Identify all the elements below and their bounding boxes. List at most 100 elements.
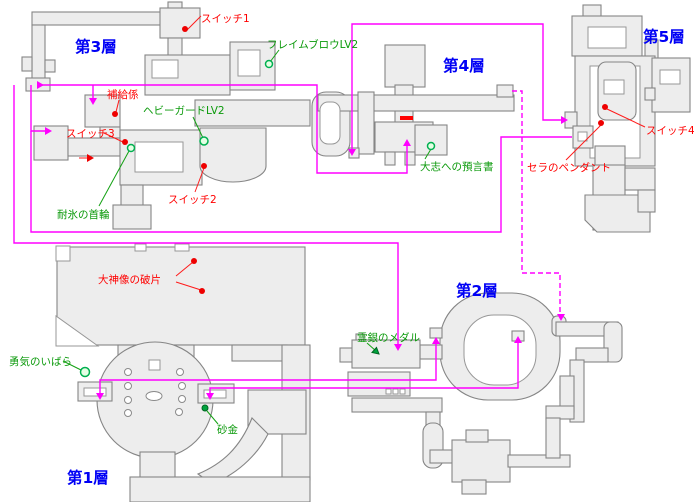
switch1-dot xyxy=(182,26,188,32)
map-geometry xyxy=(124,396,132,404)
map-geometry xyxy=(319,101,341,145)
map-geometry xyxy=(351,397,443,413)
map-geometry xyxy=(399,388,406,395)
red-door-bar-icon xyxy=(400,116,413,120)
map-geometry xyxy=(148,359,161,371)
map-geometry xyxy=(587,26,627,49)
item-gold-dust-label: 砂金 xyxy=(217,423,238,436)
floor1-label: 第1層 xyxy=(67,468,109,487)
map-geometry xyxy=(203,389,227,399)
floor1-map xyxy=(55,243,311,502)
map-geometry xyxy=(206,410,219,425)
map-geometry xyxy=(112,204,152,230)
route-arrow-icon xyxy=(403,139,411,146)
map-geometry xyxy=(637,189,656,213)
map-geometry xyxy=(463,314,537,386)
route-arrow-icon xyxy=(45,127,52,135)
map-geometry xyxy=(31,11,166,26)
floor5-label: 第5層 xyxy=(643,27,685,46)
map-geometry xyxy=(414,124,448,156)
map-geometry xyxy=(606,108,646,128)
item-prophecy-marker xyxy=(426,141,436,151)
map-geometry xyxy=(124,382,132,390)
map-geometry xyxy=(192,116,204,139)
route-arrow-icon xyxy=(206,393,214,400)
map-geometry xyxy=(199,127,267,183)
map-geometry xyxy=(175,281,202,291)
switch4-dot xyxy=(602,104,608,110)
map-geometry xyxy=(134,243,147,252)
map-geometry xyxy=(317,94,515,112)
item-thorn-label: 勇気のいばら xyxy=(9,355,72,368)
map-geometry xyxy=(186,15,202,31)
item-gold-dust-marker xyxy=(201,404,209,412)
map-geometry xyxy=(347,371,411,397)
item-thorn-marker xyxy=(79,366,91,378)
map-geometry xyxy=(98,150,130,207)
map-geometry xyxy=(451,439,511,483)
map-geometry xyxy=(644,87,656,101)
map-geometry xyxy=(603,79,625,95)
item-heavy-guard-marker xyxy=(199,136,209,146)
map-geometry xyxy=(507,454,571,468)
map-geometry xyxy=(178,382,186,390)
sera-pendant-label: セラのペンダント xyxy=(527,161,611,174)
map-geometry xyxy=(231,344,288,362)
map-geometry xyxy=(565,124,602,161)
leader-lines xyxy=(62,15,646,425)
route-west-loop xyxy=(13,85,399,346)
map-geometry xyxy=(348,147,360,159)
statue-fragment-dot-1 xyxy=(191,258,197,264)
floor4-label: 第4層 xyxy=(443,56,485,75)
map-geometry xyxy=(496,84,514,98)
sera-pendant-dot xyxy=(598,120,604,126)
map-geometry xyxy=(385,388,392,395)
item-flame-blow-label: フレイムブロウLV2 xyxy=(267,38,358,51)
floor3-map xyxy=(21,1,311,230)
switch2-dot xyxy=(201,163,207,169)
item-heavy-guard-label: ヘビーガードLV2 xyxy=(143,105,225,117)
item-ice-collar-marker xyxy=(126,143,136,153)
map-geometry xyxy=(44,59,56,73)
route-arrow-icon xyxy=(89,98,97,105)
map-geometry xyxy=(351,339,421,369)
map-geometry xyxy=(194,99,311,127)
map-geometry xyxy=(174,243,190,252)
route-f1-f2-east xyxy=(209,341,519,396)
route-f1-f2-west xyxy=(99,342,437,396)
switch1-label: スイッチ1 xyxy=(201,13,250,25)
statue-fragment-label: 大神像の破片 xyxy=(98,273,161,286)
map-geometry xyxy=(384,151,396,166)
map-geometry xyxy=(56,246,306,346)
map-geometry xyxy=(151,59,179,79)
markers xyxy=(79,26,608,412)
item-silver-medal-label: 霊銀のメダル xyxy=(357,331,420,344)
route-arrow-icon xyxy=(37,81,44,89)
route-branch-switch3 xyxy=(30,85,48,132)
map-geometry xyxy=(129,476,311,502)
item-flame-blow-marker xyxy=(264,59,274,69)
map-geometry xyxy=(55,315,100,347)
map-geometry xyxy=(582,4,602,18)
switch2-label: スイッチ2 xyxy=(168,194,217,206)
map-geometry xyxy=(392,388,399,395)
map-geometry xyxy=(545,417,561,459)
map-geometry xyxy=(237,49,261,77)
route-arrow-icon xyxy=(96,393,104,400)
supply-clerk-label: 補給係 xyxy=(107,88,139,101)
route-arrow-icon xyxy=(432,337,440,344)
green-arrow-icon xyxy=(371,346,380,355)
labels: 第3層 第4層 第5層 第2層 第1層 スイッチ1 スイッチ2 スイッチ3 スイ… xyxy=(9,13,694,487)
map-geometry xyxy=(134,141,184,173)
map-geometry xyxy=(67,137,124,157)
map-geometry xyxy=(103,132,126,144)
map-geometry xyxy=(624,167,656,191)
route-f3-to-sera-room xyxy=(30,131,572,233)
floor2-label: 第2層 xyxy=(456,281,498,300)
map-geometry xyxy=(419,344,443,360)
floor4-map xyxy=(311,44,515,166)
map-geometry xyxy=(178,395,186,403)
route-arrow-icon xyxy=(394,344,402,351)
